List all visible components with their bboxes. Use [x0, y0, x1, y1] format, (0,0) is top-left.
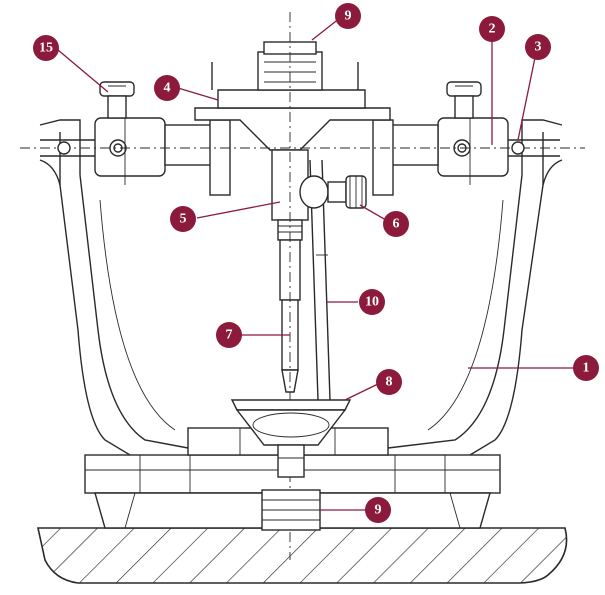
locking-screw-right	[446, 81, 482, 119]
svg-text:4: 4	[164, 81, 171, 96]
svg-text:9: 9	[345, 9, 352, 24]
svg-text:1: 1	[583, 361, 590, 376]
callout-7: 7	[216, 322, 242, 348]
clamp-screw	[299, 175, 367, 209]
svg-text:2: 2	[489, 22, 496, 37]
svg-text:8: 8	[386, 375, 393, 390]
leader-lines	[57, 17, 575, 511]
svg-text:7: 7	[226, 328, 233, 343]
callout-1: 1	[573, 355, 599, 381]
svg-text:5: 5	[180, 212, 187, 227]
callout-3: 3	[525, 34, 551, 60]
frame	[39, 119, 563, 456]
svg-text:10: 10	[365, 295, 379, 310]
callout-2: 2	[479, 16, 505, 42]
svg-text:3: 3	[535, 40, 542, 55]
locking-screw-left	[99, 81, 135, 119]
base-plate	[37, 527, 568, 584]
callout-4: 4	[154, 75, 180, 101]
upper-crossbar	[20, 100, 585, 196]
bottom-screw	[261, 489, 321, 531]
svg-text:9: 9	[375, 503, 382, 518]
callout-10: 10	[359, 289, 385, 315]
callout-15: 15	[33, 35, 59, 61]
callout-9-bottom: 9	[365, 497, 391, 523]
svg-text:15: 15	[39, 41, 53, 56]
callout-5: 5	[170, 206, 196, 232]
callout-6: 6	[383, 211, 409, 237]
svg-text:6: 6	[393, 217, 400, 232]
upper-member	[211, 41, 366, 109]
callout-9-top: 9	[335, 3, 361, 29]
callout-8: 8	[376, 369, 402, 395]
incisal-table	[230, 399, 352, 478]
